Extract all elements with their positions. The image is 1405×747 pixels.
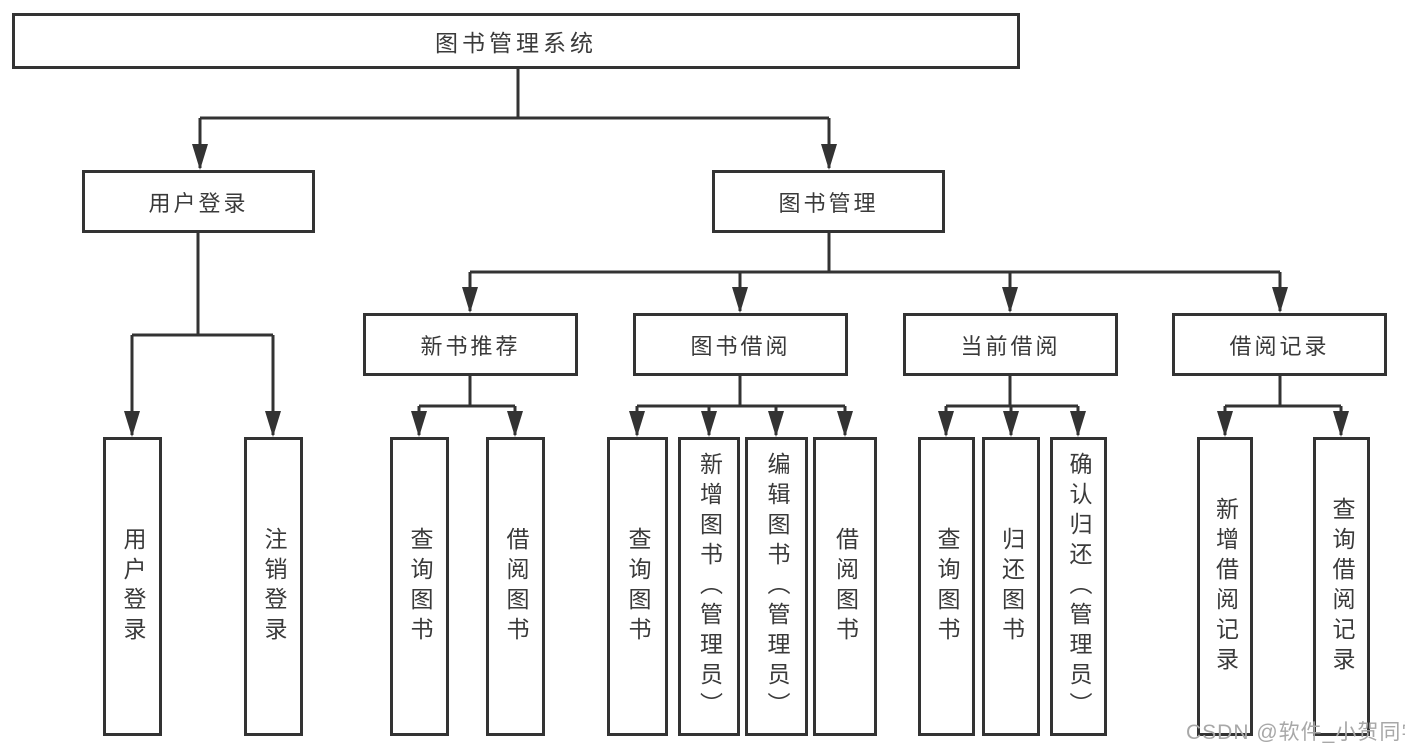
node-book-management: 图书管理 xyxy=(712,170,945,233)
node-leaf-recommend-borrow-books: 借阅图书 xyxy=(486,437,545,736)
node-book-borrow: 图书借阅 xyxy=(633,313,848,376)
node-leaf-add-books-admin: 新增图书（管理员） xyxy=(678,437,740,736)
node-current-borrow: 当前借阅 xyxy=(903,313,1118,376)
arrowhead-icons xyxy=(124,144,1349,437)
node-leaf-recommend-query-books: 查询图书 xyxy=(390,437,449,736)
node-leaf-borrow-books: 借阅图书 xyxy=(813,437,877,736)
node-new-book-recommend: 新书推荐 xyxy=(363,313,578,376)
node-user-login: 用户登录 xyxy=(82,170,315,233)
node-leaf-borrow-query-books: 查询图书 xyxy=(607,437,668,736)
node-leaf-current-query-books: 查询图书 xyxy=(918,437,975,736)
node-leaf-logout: 注销登录 xyxy=(244,437,303,736)
node-leaf-confirm-return-admin: 确认归还（管理员） xyxy=(1050,437,1107,736)
node-root-library-management-system: 图书管理系统 xyxy=(12,13,1020,69)
node-borrow-records: 借阅记录 xyxy=(1172,313,1387,376)
node-leaf-edit-books-admin: 编辑图书（管理员） xyxy=(745,437,808,736)
node-leaf-add-borrow-record: 新增借阅记录 xyxy=(1197,437,1253,736)
csdn-watermark: CSDN @软件_小贺同学 xyxy=(1186,721,1405,744)
node-leaf-user-login: 用户登录 xyxy=(103,437,162,736)
node-leaf-query-borrow-record: 查询借阅记录 xyxy=(1313,437,1370,736)
node-leaf-return-books: 归还图书 xyxy=(982,437,1040,736)
